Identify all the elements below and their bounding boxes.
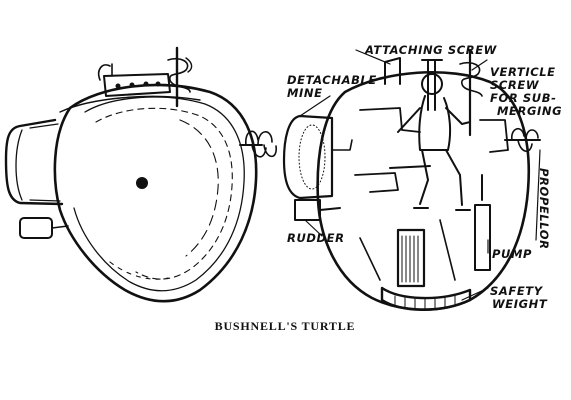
exterior-air-pipe xyxy=(97,63,113,81)
exterior-propeller-blade xyxy=(245,130,277,158)
callout-labels: ATTACHING SCREW DETACHABLE MINE VERTICLE… xyxy=(287,43,562,311)
exterior-view xyxy=(4,46,277,303)
propeller-blade xyxy=(511,128,539,152)
label-verticle: VERTICLE xyxy=(490,65,556,79)
label-safety: SAFETY xyxy=(490,284,544,298)
exterior-end-cap xyxy=(4,118,64,206)
operator-seat xyxy=(389,165,431,169)
mine-link xyxy=(331,139,353,151)
exterior-rail xyxy=(59,95,201,113)
exterior-hull-contour xyxy=(73,96,245,292)
safety-weight-hatch xyxy=(394,295,456,310)
exterior-hull-contour xyxy=(179,119,219,257)
exterior-porthole xyxy=(136,177,148,189)
hatch-rivet xyxy=(155,81,161,87)
ballast-tank xyxy=(396,228,426,288)
cutaway-view xyxy=(282,48,541,311)
exterior-hull xyxy=(53,83,258,303)
leader-line xyxy=(461,287,489,301)
leader-line xyxy=(299,95,331,117)
cutaway-pipe xyxy=(479,119,509,153)
exterior-vertical-screw-blade xyxy=(185,57,193,73)
hatch-rivet xyxy=(115,83,121,89)
hatch-rivet xyxy=(129,82,135,88)
hatch-rivet xyxy=(143,81,149,87)
exterior-vertical-screw-blade xyxy=(167,57,191,93)
figure-caption: BUSHNELL'S TURTLE xyxy=(215,319,356,333)
leader-line xyxy=(304,219,323,237)
operator-figure xyxy=(397,73,471,211)
safety-weight xyxy=(380,286,472,311)
label-merging: MERGING xyxy=(497,104,562,118)
ballast-tank-fill xyxy=(401,235,419,283)
exterior-rudder-arm xyxy=(51,225,69,229)
exterior-end-cap-rim xyxy=(29,123,61,202)
vertical-screw-blade xyxy=(459,61,483,97)
leader-line xyxy=(471,59,488,71)
pump xyxy=(474,174,491,271)
attaching-screw xyxy=(427,59,436,111)
mine-texture xyxy=(298,124,326,190)
label-weight: WEIGHT xyxy=(492,297,548,311)
label-detachable: DETACHABLE xyxy=(287,73,377,87)
label-mine: MINE xyxy=(287,86,323,100)
exterior-hull-contour xyxy=(109,261,169,280)
label-rudder: RUDDER xyxy=(287,231,345,245)
cutaway-pipe xyxy=(354,172,399,193)
detachable-mine xyxy=(282,114,334,200)
exterior-hull-contour xyxy=(95,107,233,280)
cutaway-pipe xyxy=(359,107,421,133)
exterior-rudder xyxy=(19,217,53,239)
leader-line xyxy=(535,149,541,241)
cutaway-top-cap xyxy=(384,57,401,85)
exterior-end-cap-rim xyxy=(15,129,23,201)
label-pump: PUMP xyxy=(492,247,532,261)
label-screw: SCREW xyxy=(490,78,540,92)
exterior-hatch xyxy=(103,73,171,97)
label-for-submerging: FOR SUB- xyxy=(490,91,556,105)
rudder xyxy=(294,199,341,221)
cutaway-pipe xyxy=(359,219,456,281)
leader-line xyxy=(355,49,391,65)
label-attaching-screw: ATTACHING SCREW xyxy=(364,43,498,57)
label-propellor: PROPELLOR xyxy=(537,168,551,250)
